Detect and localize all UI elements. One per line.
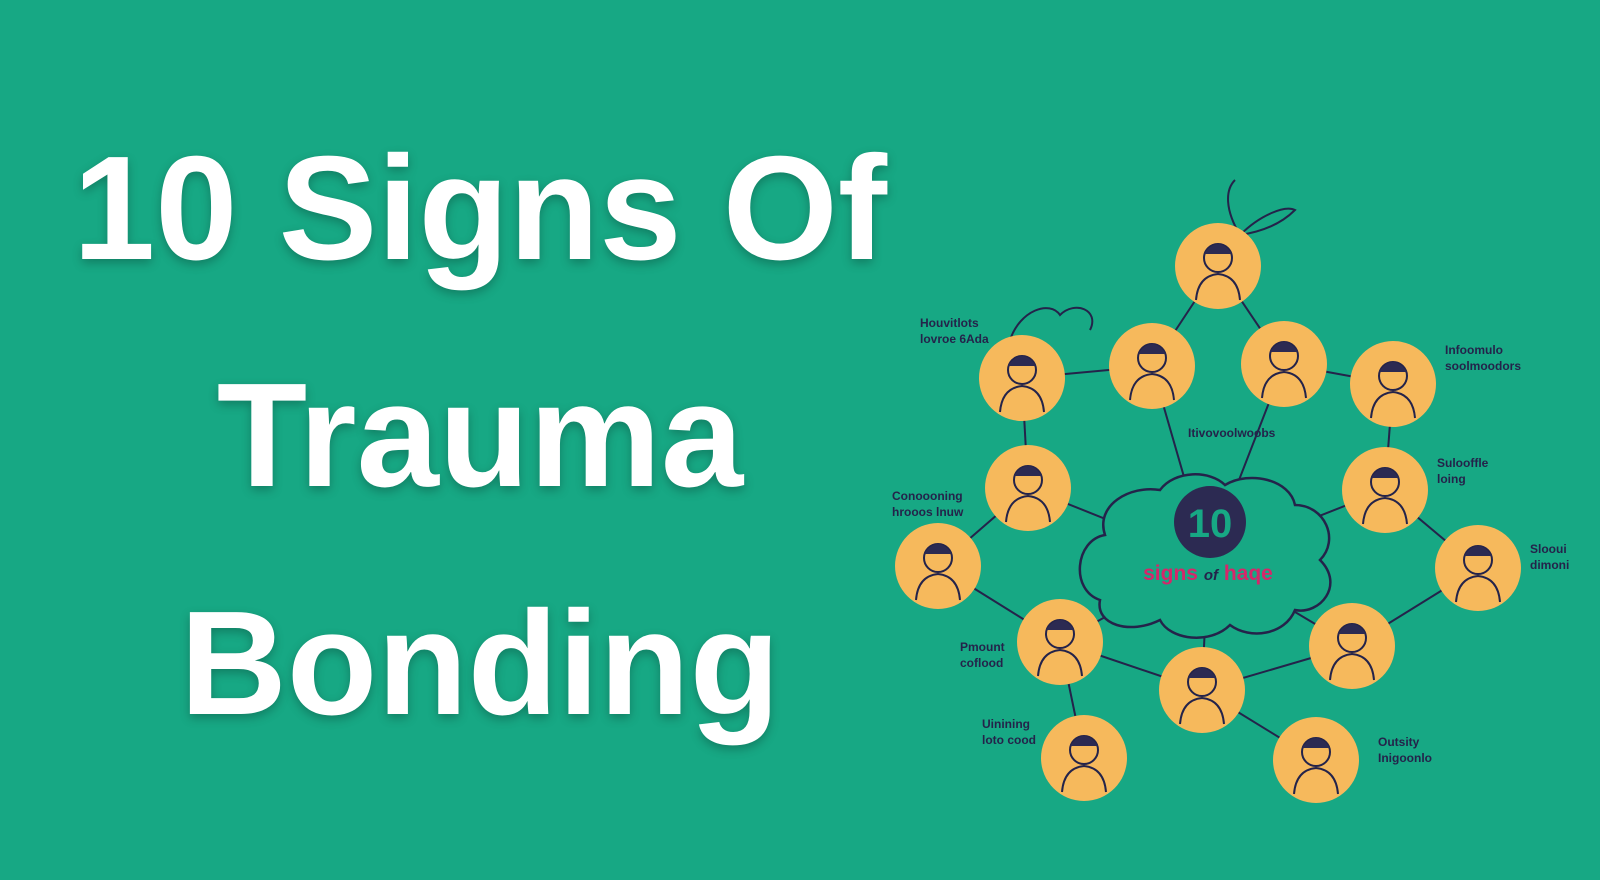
headline-line-3: Bonding: [179, 581, 781, 746]
person-avatar-icon: [1435, 525, 1521, 611]
steam-icon: [1009, 306, 1094, 341]
person-avatar-icon: [1159, 647, 1245, 733]
sign-label: Pmount: [960, 640, 1005, 654]
center-number-badge: [1174, 486, 1246, 558]
headline-line-1: 10 Signs Of: [72, 126, 888, 291]
person-avatar-icon: [1342, 447, 1428, 533]
person-avatar-icon: [985, 445, 1071, 531]
center-number: 10: [1188, 502, 1233, 546]
leaf-icon: [1227, 179, 1297, 236]
sign-label: Itivovoolwoobs: [1188, 426, 1276, 440]
sign-label: hrooos lnuw: [892, 505, 964, 519]
sign-label: dimoni: [1530, 558, 1569, 572]
sign-label: lovroe 6Ada: [920, 332, 989, 346]
sign-label: Infoomulo: [1445, 343, 1503, 357]
sign-label: Uinining: [982, 717, 1030, 731]
person-avatar-icon: [1241, 321, 1327, 407]
person-avatar-icon: [1273, 717, 1359, 803]
person-avatar-icon: [1041, 715, 1127, 801]
person-avatar-icon: [1017, 599, 1103, 685]
sign-label: Houvitlots: [920, 316, 979, 330]
sign-label: Slooui: [1530, 542, 1567, 556]
sign-label: Sulooffle: [1437, 456, 1489, 470]
headline-line-2: Trauma: [216, 353, 744, 518]
person-avatar-icon: [1350, 341, 1436, 427]
sign-label: Inigoonlo: [1378, 751, 1432, 765]
center-caption: signs of haqe: [1143, 562, 1273, 585]
sign-label: coflood: [960, 656, 1003, 670]
person-avatar-icon: [1309, 603, 1395, 689]
sign-label: loto cood: [982, 733, 1036, 747]
sign-label: Conoooning: [892, 489, 963, 503]
sign-label: Outsity: [1378, 735, 1420, 749]
person-avatar-icon: [1175, 223, 1261, 309]
sign-label: soolmoodors: [1445, 359, 1521, 373]
person-avatar-icon: [979, 335, 1065, 421]
sign-label: loing: [1437, 472, 1466, 486]
person-avatar-icon: [895, 523, 981, 609]
person-avatar-icon: [1109, 323, 1195, 409]
